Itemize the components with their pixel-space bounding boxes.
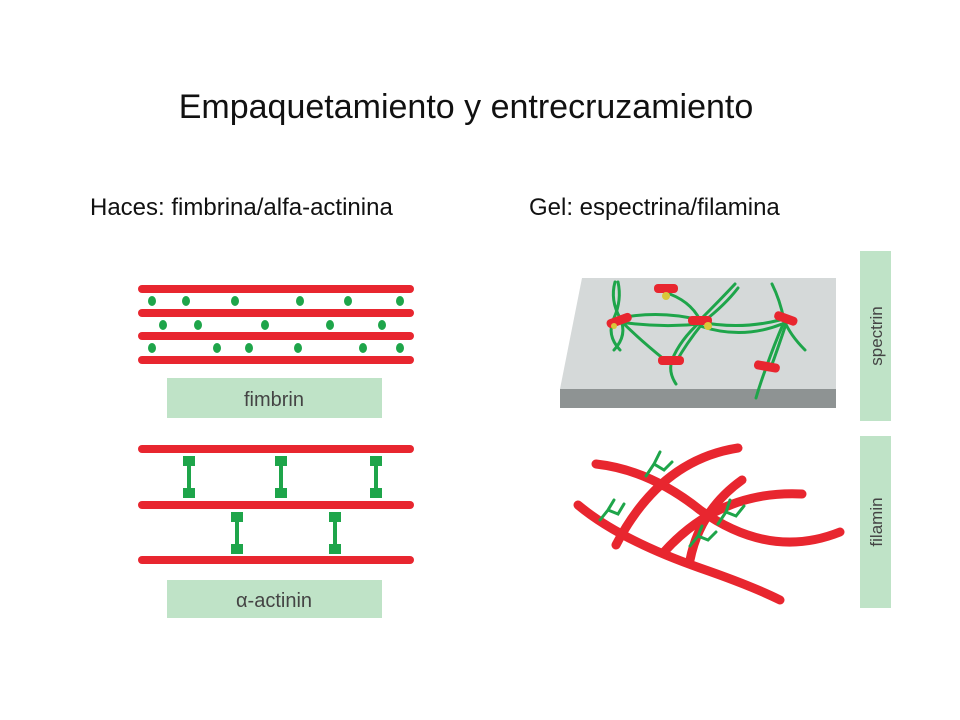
fimbrin-dot xyxy=(194,320,202,330)
actinin-bundle: α-actinin xyxy=(138,445,414,618)
actinin-filaments xyxy=(138,445,414,564)
fimbrin-label: fimbrin xyxy=(244,389,304,411)
filamin-label: filamin xyxy=(867,497,886,546)
filamin-dimer xyxy=(688,524,718,548)
actinin-dimer xyxy=(231,512,243,554)
fimbrin-dot xyxy=(294,343,302,353)
actinin-crosslinks xyxy=(183,456,382,554)
fimbrin-crosslinks xyxy=(148,296,404,353)
junction-complex xyxy=(774,311,798,326)
fimbrin-filaments xyxy=(138,285,414,364)
filamin-network: filamin xyxy=(573,436,891,608)
spectrin-ankyrin xyxy=(611,292,712,330)
spectrin-junctions xyxy=(606,284,798,373)
fimbrin-dot xyxy=(148,296,156,306)
fimbrin-dot xyxy=(213,343,221,353)
filamin-dimer xyxy=(716,498,746,526)
fimbrin-dot xyxy=(261,320,269,330)
actinin-dimer xyxy=(275,456,287,498)
fimbrin-dot xyxy=(378,320,386,330)
actin-filament xyxy=(611,443,743,550)
filamin-actin xyxy=(573,443,845,605)
actin-filament xyxy=(591,459,845,547)
actinin-dimer xyxy=(370,456,382,498)
fimbrin-dot xyxy=(326,320,334,330)
actin-filament xyxy=(573,500,785,605)
actin-filament xyxy=(685,475,747,565)
spectrin-label: spectrin xyxy=(867,306,886,366)
actinin-label: α-actinin xyxy=(236,590,312,612)
membrane-top xyxy=(560,278,836,389)
actinin-dimer xyxy=(329,512,341,554)
fimbrin-dot xyxy=(182,296,190,306)
fimbrin-dot xyxy=(344,296,352,306)
fimbrin-bundle: fimbrin xyxy=(138,285,414,418)
slide-title: Empaquetamiento y entrecruzamiento xyxy=(178,88,754,126)
filamin-label-box xyxy=(860,436,891,608)
fimbrin-dot xyxy=(396,296,404,306)
filamin-dimer xyxy=(598,498,626,522)
fimbrin-dot xyxy=(159,320,167,330)
junction-complex xyxy=(753,360,780,373)
fimbrin-label-box xyxy=(167,378,382,418)
left-heading: Haces: fimbrina/alfa-actinina xyxy=(90,194,393,221)
fimbrin-dot xyxy=(359,343,367,353)
actinin-dimer xyxy=(183,456,195,498)
filamin-dimer xyxy=(644,450,674,478)
fimbrin-dot xyxy=(396,343,404,353)
fimbrin-dot xyxy=(245,343,253,353)
fimbrin-dot xyxy=(231,296,239,306)
membrane-side xyxy=(560,389,836,408)
spectrin-network: spectrin xyxy=(560,251,891,421)
spectrin-label-box xyxy=(860,251,891,421)
junction-complex xyxy=(658,356,684,365)
fimbrin-dot xyxy=(148,343,156,353)
fimbrin-dot xyxy=(296,296,304,306)
right-heading: Gel: espectrina/filamina xyxy=(529,194,780,221)
filamin-crosslinks xyxy=(598,450,746,548)
junction-complex xyxy=(654,284,678,293)
actinin-label-box xyxy=(167,580,382,618)
